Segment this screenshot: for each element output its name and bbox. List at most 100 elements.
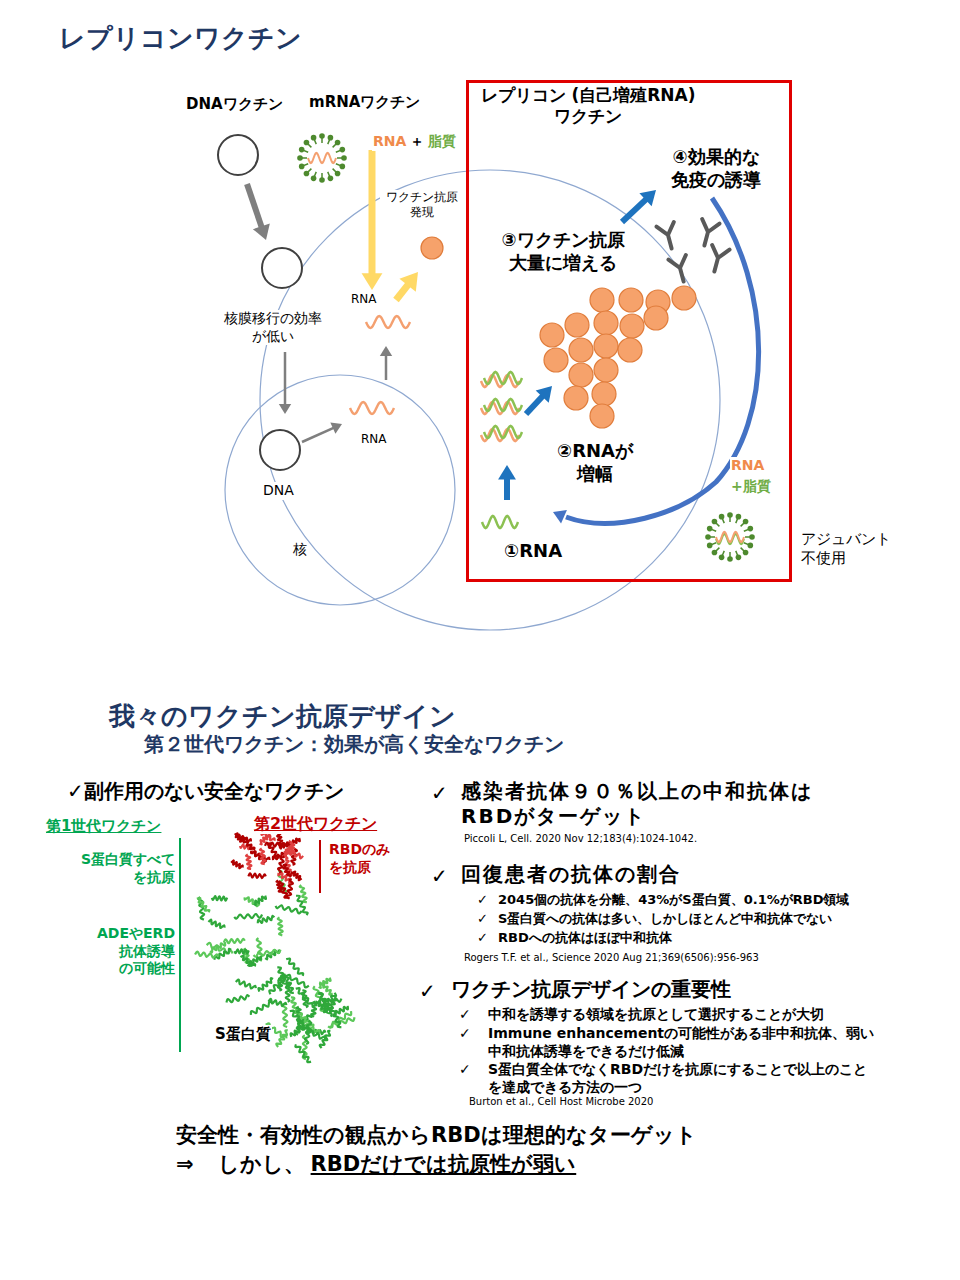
vaccine-antigen: [421, 237, 443, 259]
panel-heading: レプリコン (自己増殖RNA)ワクチン: [478, 85, 698, 128]
lipid-head: [727, 512, 733, 518]
label-text: Burton et al., Cell Host Microbe 2020: [468, 1096, 654, 1109]
check-mark: ✓: [476, 892, 489, 908]
lipid-head: [707, 526, 713, 532]
lipid-head: [341, 155, 347, 161]
protein-ribbon: [304, 1028, 325, 1039]
label-text: しかし、: [217, 1151, 306, 1177]
label-text: 回復患者の抗体の割合: [460, 862, 682, 887]
nucleus-membrane: [225, 375, 455, 605]
protein-ribbon: [283, 974, 308, 987]
label-text: Immune enhancementの可能性がある非中和抗体、弱い 中和抗体誘導…: [487, 1025, 929, 1060]
arrow-head: [380, 346, 392, 356]
arrow-shaft: [247, 184, 262, 229]
label-text: S蛋白質: [214, 1025, 272, 1044]
rna-strand: [484, 399, 522, 411]
protein-ribbon: [320, 982, 333, 995]
label-text: 我々のワクチン抗原デザイン: [108, 700, 457, 733]
lipid-head: [340, 147, 346, 153]
lipid-head: [707, 543, 713, 549]
arrow-head: [639, 190, 656, 206]
lipid-head: [748, 526, 754, 532]
arrow-head: [498, 465, 516, 479]
dna-plasmid: [262, 248, 302, 288]
protein-ribbon: [224, 939, 245, 943]
lipid-head: [297, 155, 303, 161]
vaccine-antigen: [592, 382, 616, 406]
protein-ribbon: [291, 871, 301, 880]
check-mark: ✓: [458, 1061, 472, 1079]
lipid-head: [712, 550, 718, 556]
protein-ribbon: [212, 896, 227, 901]
label-text: ⇒: [175, 1151, 195, 1177]
arrow-head: [536, 386, 552, 403]
label-text: ③ワクチン抗原 大量に増える: [486, 229, 640, 274]
label-text: RBDへの抗体はほぼ中和抗体: [497, 930, 673, 946]
label-text: 核: [292, 541, 308, 559]
lipid-head: [736, 514, 742, 520]
protein-ribbon: [291, 1025, 305, 1037]
vaccine-antigen: [540, 323, 564, 347]
lipid-head: [299, 147, 305, 153]
lipid-head: [340, 164, 346, 170]
protein-ribbon: [235, 833, 244, 842]
lipid-head: [743, 550, 749, 556]
label-text: 中和を誘導する領域を抗原として選択することが大切: [487, 1006, 825, 1024]
vaccine-antigen: [594, 334, 618, 358]
bracket-line: [319, 840, 321, 893]
vaccine-antigen: [569, 338, 593, 362]
label-text: S蛋白質全体でなくRBDだけを抗原にすることで以上のこと を達成できる方法の一つ: [487, 1061, 929, 1096]
arrow-head: [279, 404, 291, 414]
vaccine-antigen: [620, 314, 644, 338]
protein-ribbon: [316, 998, 342, 1003]
arrow-head: [553, 510, 567, 524]
protein-ribbon: [268, 999, 286, 1006]
rna-strand: [482, 516, 518, 528]
label-text: ADEやERD 抗体誘導 の可能性: [74, 925, 176, 978]
arrow-shaft: [504, 477, 510, 500]
label-text: RNA: [350, 292, 378, 307]
protein-ribbon: [260, 848, 265, 864]
antibody: [696, 219, 720, 248]
label-text: 第2世代ワクチン: [253, 814, 378, 834]
lipid-head: [328, 176, 334, 182]
vaccine-antigen: [644, 306, 668, 330]
arrow-head: [399, 272, 418, 292]
check-mark: ✓: [476, 930, 489, 946]
lipid-head: [335, 171, 341, 177]
protein-ribbon: [208, 920, 224, 928]
vaccine-antigen: [564, 386, 588, 410]
protein-ribbon: [231, 860, 243, 868]
vaccine-antigen: [590, 288, 614, 312]
arrow-shaft: [369, 150, 376, 277]
label-text: 安全性・有効性の観点からRBDは理想的なターゲット: [175, 1122, 698, 1148]
arrow-head: [253, 223, 270, 240]
dna-plasmid: [218, 135, 258, 175]
label-text: S蛋白質への抗体は多い、しかしほとんど中和抗体でない: [497, 911, 833, 927]
lipid-head: [749, 534, 755, 540]
lipid-head: [319, 177, 325, 183]
lipid-head: [705, 534, 711, 540]
dna-plasmid: [260, 430, 300, 470]
lipid-head: [311, 135, 317, 141]
label-text: DNAワクチン: [185, 95, 284, 114]
protein-ribbon: [236, 980, 256, 989]
check-mark: ✓: [458, 1025, 472, 1043]
protein-ribbon: [235, 949, 249, 953]
arrow-shaft: [622, 198, 648, 222]
protein-ribbon: [254, 950, 281, 957]
label-text: 感染者抗体９０％以上の中和抗体は RBDがターゲット: [460, 779, 922, 829]
lipid-head: [335, 140, 341, 146]
lipid-head: [736, 555, 742, 561]
rna-strand: [484, 426, 522, 438]
check-mark: ✓: [476, 911, 489, 927]
rna-strand: [484, 372, 522, 384]
protein-ribbon: [280, 842, 291, 848]
arrow-head: [330, 422, 342, 433]
rna-strand: [366, 316, 410, 328]
label-text: mRNAワクチン: [308, 93, 421, 112]
page-title: レプリコンワクチン: [58, 22, 303, 55]
check-mark: ✓: [458, 1006, 472, 1024]
protein-ribbon: [251, 1002, 272, 1015]
lipid-head: [748, 543, 754, 549]
